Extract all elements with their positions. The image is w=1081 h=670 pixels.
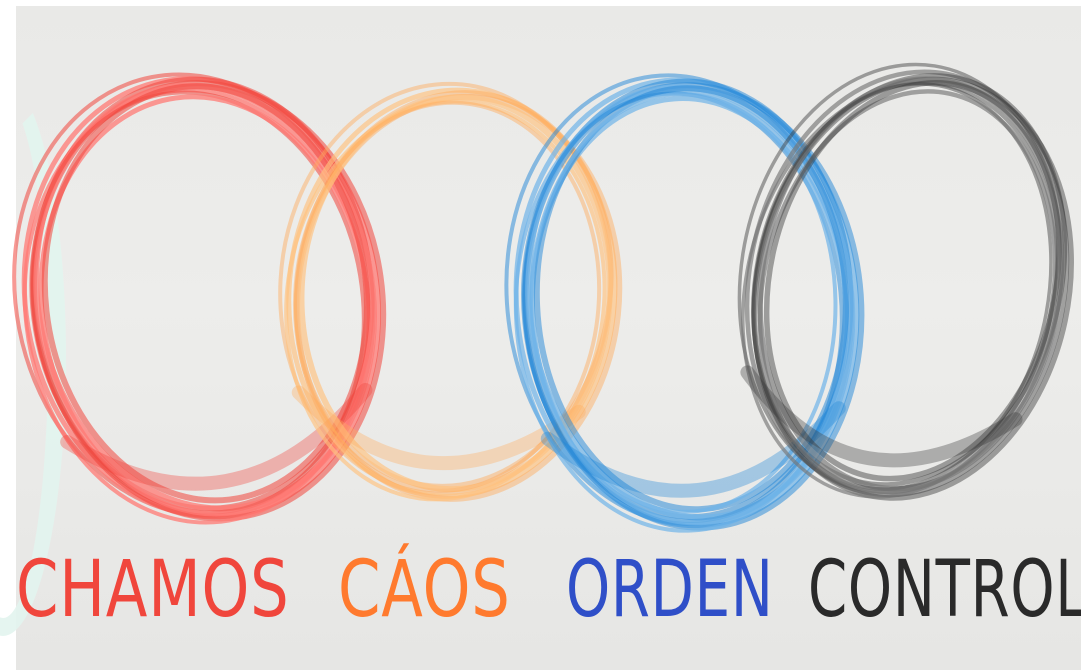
- word-caos: CÁOS: [338, 530, 511, 650]
- word-orden: ORDEN: [566, 530, 774, 650]
- ring-stroke: [15, 75, 395, 535]
- word-control: CONTROL: [808, 530, 1081, 650]
- ring-stroke: [0, 43, 411, 547]
- word-chamos: CHAMOS: [16, 530, 290, 650]
- red-ring: [0, 43, 411, 547]
